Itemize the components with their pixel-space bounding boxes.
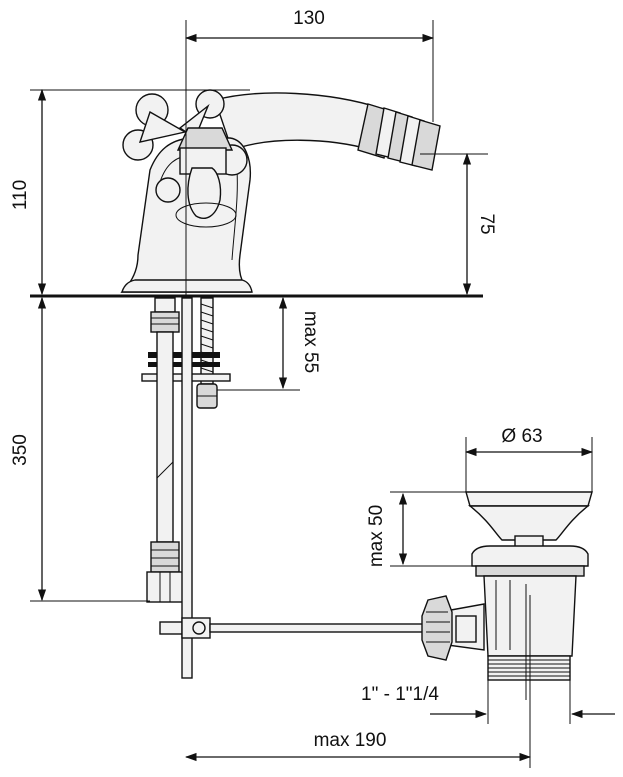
dimension-130: 130 [184,8,435,296]
dimension-75: 75 [420,152,497,296]
dimension-max-50: max 50 [366,491,472,567]
center-pipe [181,297,193,679]
flexible-hose [146,297,184,603]
dimension-110: 110 [10,88,250,296]
waste-assembly [421,491,593,681]
dimension-max-55: max 55 [217,296,321,391]
dimension-diameter-63-label: Ø 63 [501,426,542,447]
dimension-110-label: 110 [10,180,31,210]
dimension-max-190: max 190 [184,595,532,768]
dimension-max-190-label: max 190 [314,730,387,751]
dimension-350: 350 [10,296,150,602]
dimension-thread: 1" - 1"1/4 [361,680,615,724]
dimension-130-label: 130 [293,8,325,29]
dimension-350-label: 350 [10,434,31,466]
pop-up-lever-rod [159,617,433,639]
dimension-diameter-63: Ø 63 [464,426,594,492]
faucet-body [120,92,441,293]
dimension-max-55-label: max 55 [300,311,321,373]
spout-nozzle [357,103,441,171]
dimension-thread-label: 1" - 1"1/4 [361,684,439,705]
dimension-75-label: 75 [476,213,497,234]
dimension-max-50-label: max 50 [366,505,387,567]
cross-handle-front [155,127,248,228]
